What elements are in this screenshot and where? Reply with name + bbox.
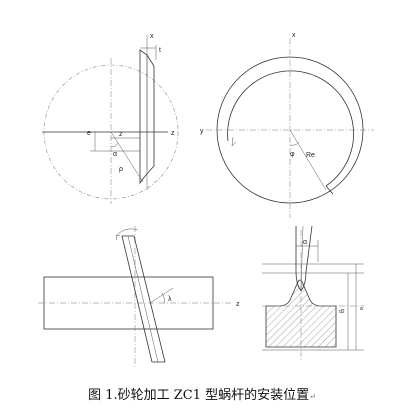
figure-caption: 图 1.砂轮加工 ZC1 型蜗杆的安装位置↵ bbox=[0, 384, 404, 403]
label-t: t bbox=[159, 47, 161, 54]
label-x: x bbox=[150, 33, 154, 40]
wheel-profile-inner bbox=[300, 225, 304, 292]
rho-line bbox=[110, 131, 144, 183]
phi-arc bbox=[289, 141, 300, 146]
caption-return-mark: ↵ bbox=[309, 392, 316, 401]
bottom-left-view: λ z bbox=[38, 226, 240, 368]
inner-ring-end bbox=[325, 185, 334, 195]
lambda-ray bbox=[149, 287, 174, 304]
worm-section-hatched bbox=[265, 279, 337, 348]
label-e: e bbox=[87, 130, 91, 137]
label-alpha: α bbox=[113, 151, 117, 158]
label-z: z bbox=[236, 301, 240, 308]
wheel-midline bbox=[127, 235, 159, 363]
label-rho: ρ bbox=[119, 166, 123, 173]
caption-text: 图 1.砂轮加工 ZC1 型蜗杆的安装位置 bbox=[88, 388, 310, 403]
grinding-wheel-profile bbox=[139, 49, 155, 185]
label-y: y bbox=[200, 128, 204, 135]
label-re: Re bbox=[306, 152, 315, 159]
top-right-view: x y φ Re bbox=[200, 32, 374, 218]
alpha-arc bbox=[110, 142, 119, 147]
label-phi: φ bbox=[290, 151, 295, 158]
re-radius-line bbox=[289, 129, 327, 191]
wheel-top-arrow bbox=[115, 234, 121, 241]
label-x: x bbox=[292, 32, 296, 39]
lambda-arc bbox=[161, 292, 165, 304]
rotation-arrow bbox=[231, 136, 237, 147]
bottom-right-view: α a d2 bbox=[262, 225, 364, 360]
inclined-wheel bbox=[121, 235, 166, 363]
label-a: a bbox=[360, 306, 363, 312]
inner-open-arc bbox=[227, 70, 354, 187]
label-d2: d2 bbox=[339, 309, 345, 315]
wheel-top-arc bbox=[115, 228, 139, 237]
top-left-view: x t e z z α ρ bbox=[42, 33, 179, 204]
label-lambda: λ bbox=[168, 296, 172, 303]
label-alpha: α bbox=[303, 239, 307, 246]
label-z: z bbox=[171, 130, 175, 137]
label-zl: z bbox=[119, 131, 123, 138]
